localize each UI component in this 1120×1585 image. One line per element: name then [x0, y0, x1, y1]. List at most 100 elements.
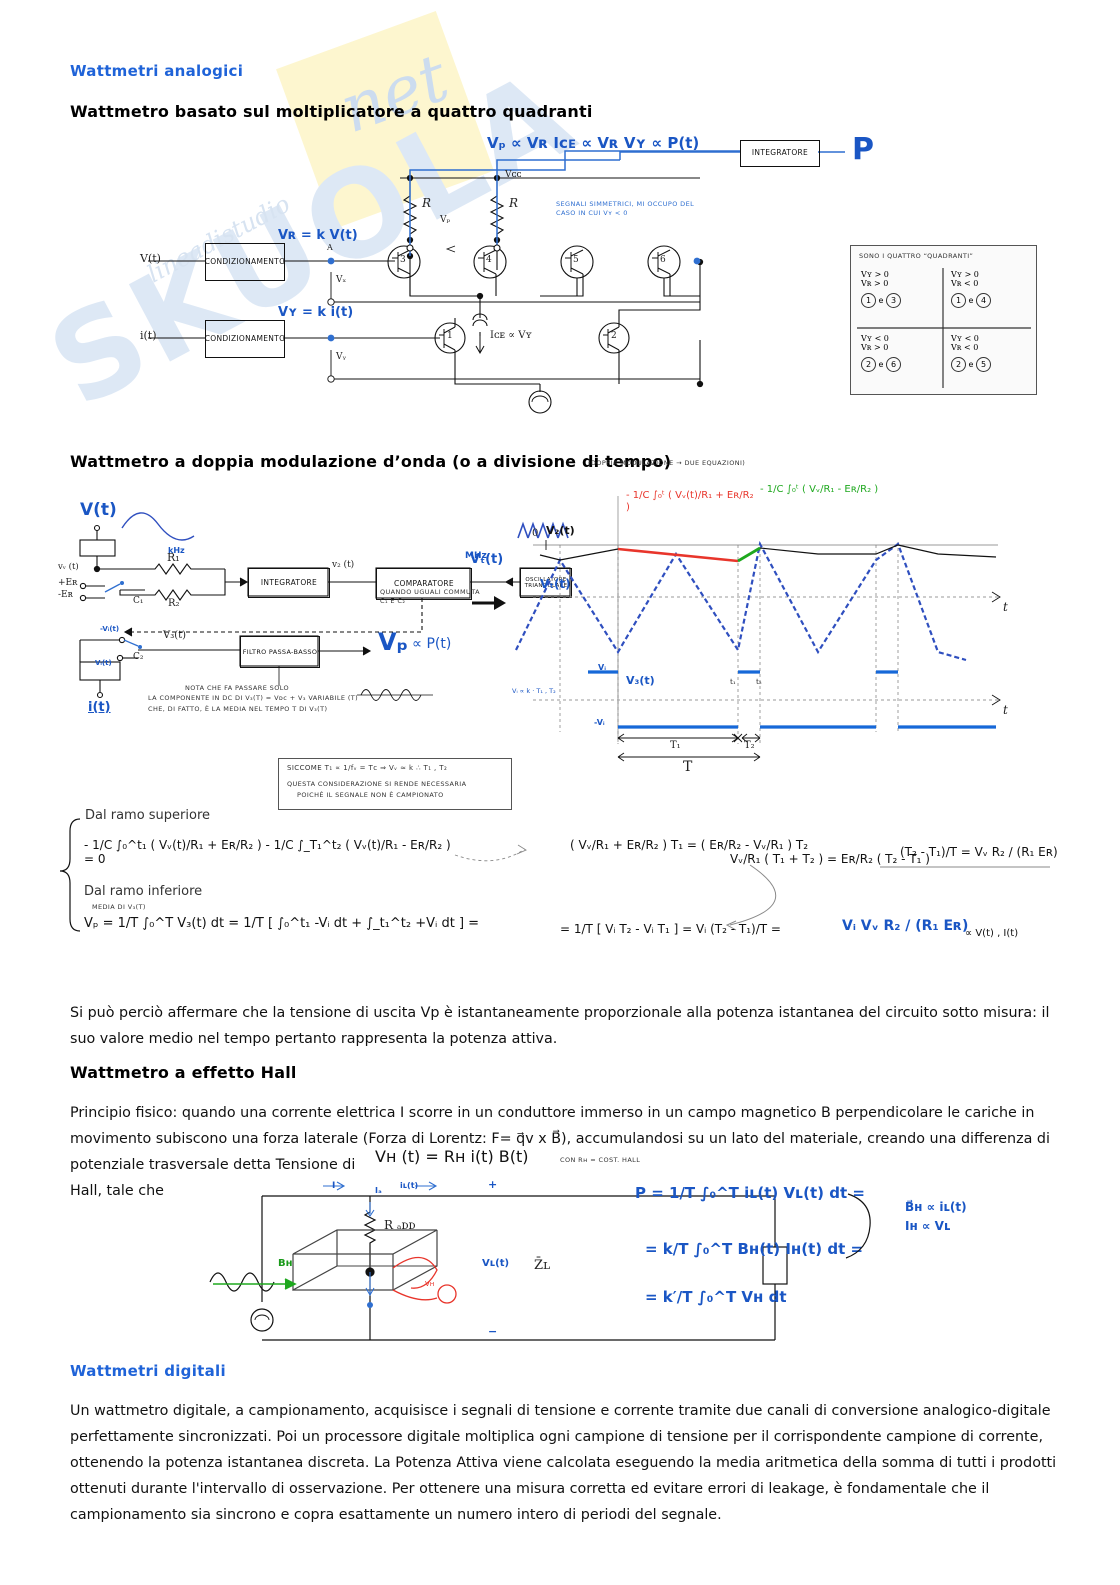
hall-power-eq3: = k′/T ∫₀^T Vʜ dt — [645, 1288, 787, 1306]
mhz-label: MHz — [465, 551, 487, 561]
lowpass-note-line2: LA COMPONENTE IN DC DI V₃(t) = Vᴅᴄ + V₃ … — [148, 694, 359, 702]
polarity-plus: + — [488, 1178, 498, 1191]
note-box-line2: QUESTA CONSIDERAZIONE SI RENDE NECESSARI… — [287, 780, 467, 788]
hall-current-load-label: iʟ(t) — [400, 1181, 419, 1190]
plot-vi-note: Vᵢ ∝ k · T₁ , T₂ — [512, 687, 556, 695]
transistor-label-2: 2 — [611, 331, 617, 341]
hall-intro-line3: potenziale trasversale detta Tensione di… — [70, 1157, 356, 1199]
figure-derivation: SICCOME T₁ ∝ 1/fᵥ = Tᴄ ⇒ Vᵥ ≈ k ∴ T₁ , T… — [59, 758, 1058, 939]
resistor-r-right: R — [509, 196, 519, 210]
plot-t1-span: T₁ — [670, 740, 681, 751]
q4-join: e — [968, 360, 974, 369]
vv-label: vᵥ (t) — [58, 562, 79, 572]
derivation-eq-1b: ( Vᵥ/R₁ + Eʀ/R₂ ) T₁ = ( Eʀ/R₂ - Vᵥ/R₁ )… — [570, 838, 809, 852]
minus-er-label: -Eʀ — [58, 590, 73, 600]
load-impedance-label: Z̄ʟ — [534, 1258, 551, 1273]
derivation-eq-2b: = 1/T [ Vᵢ T₂ - Vᵢ T₁ ] = Vᵢ (T₂ - T₁)/T… — [560, 922, 781, 936]
eq-vy-label: Vʏ = k i(t) — [278, 305, 354, 320]
lowpass-note-line3: CHE, DI FATTO, È LA MEDIA NEL TEMPO T DI… — [148, 705, 328, 713]
hall-power-eq2: = k/T ∫₀^T Bʜ(t) Iʜ(t) dt = — [645, 1240, 864, 1258]
figure-four-quadrant-multiplier: Vₚ ∝ Vʀ Iᴄᴇ ∝ Vʀ Vʏ ∝ P(t) — [0, 0, 1120, 430]
plus-vi-label: Vᵢ(t) — [95, 659, 112, 667]
plot-t2-span: T₂ — [744, 740, 755, 751]
integrator-block: INTEGRATORE — [248, 568, 330, 598]
plot-green-equation: - 1/C ∫₀ᵗ ( Vᵥ/R₁ - Eʀ/R₂ ) — [760, 484, 879, 495]
oscillator-block: OSCILLATORE TRIANGOLARE — [520, 568, 572, 598]
heading-wattmetro-hall: Wattmetro a effetto Hall — [70, 1063, 297, 1082]
hall-side-note-2: Iʜ ∝ Vʟ — [905, 1219, 951, 1233]
r2-label: R₂ — [168, 598, 180, 609]
v2-node-label: v₂ (t) — [332, 560, 355, 570]
plot-zero-label: 0 — [532, 528, 539, 539]
khz-label: kHz — [168, 546, 185, 555]
power-output-label: P — [852, 132, 874, 167]
plot-t-axis-bottom: t — [1003, 703, 1008, 717]
minus-vi-label: -Vᵢ(t) — [100, 625, 120, 633]
q3-join: e — [878, 360, 884, 369]
hall-formula: Vʜ (t) = Rʜ i(t) B(t) — [375, 1147, 529, 1166]
paragraph-after-dual-modulation: Si può perciò affermare che la tensione … — [70, 1005, 1050, 1047]
r-add-label: R ₐᴅᴅ — [384, 1218, 416, 1232]
integrator-box: INTEGRATORE — [740, 140, 820, 167]
transistor-label-1: 1 — [447, 331, 453, 341]
q4-cond-vr: Vʀ < 0 — [951, 343, 979, 352]
plot-t-axis-top: t — [1003, 600, 1008, 614]
vp-media-tag: MEDIA DI V₃(t) — [92, 903, 146, 911]
derivation-braces-svg — [59, 818, 1050, 932]
hall-current-ia-label: Iₐ — [375, 1186, 382, 1195]
heading-doppia-modulazione: Wattmetro a doppia modulazione d’onda (o… — [70, 452, 672, 471]
quadrant-table: SONO I QUATTRO “QUADRANTI” Vʏ > 0 Vʀ > 0… — [850, 245, 1037, 395]
derivation-eq-1a: - 1/C ∫₀^t₁ ( Vᵥ(t)/R₁ + Eʀ/R₂ ) - 1/C ∫… — [84, 838, 451, 866]
fig1-title-equation: Vₚ ∝ Vʀ Iᴄᴇ ∝ Vʀ Vʏ ∝ P(t) — [487, 134, 700, 152]
plot-vi-pos-label: Vᵢ — [598, 663, 606, 672]
plot-T-span: T — [683, 759, 693, 775]
vp-proportional-label: ∝ P(t) — [412, 636, 452, 652]
doppia-modulazione-note: (DOPPIA MODULAZIONE → DUE EQUAZIONI) — [588, 459, 746, 467]
comparator-note: QUANDO UGUALI COMMUTA C₁ e C₂ — [380, 588, 480, 605]
branch-superiore-label: Dal ramo superiore — [85, 808, 211, 823]
q2-pair-first: 1 — [951, 293, 966, 308]
b-field-label: Bʜ — [278, 1258, 293, 1269]
node-a-label: A — [327, 243, 333, 252]
plot-vt-label: Vₜ(t) — [540, 577, 571, 591]
vp-output-label: Vₚ — [378, 628, 409, 656]
plot-red-equation: - 1/C ∫₀ᵗ ( Vᵥ(t)/R₁ + Eʀ/R₂ ) — [626, 490, 754, 513]
load-voltage-label: Vʟ(t) — [482, 1258, 510, 1269]
r1-label: R₁ — [167, 551, 180, 564]
vt-node-label: Vₜ(t) — [470, 552, 504, 567]
hall-intro-line1: Principio fisico: quando una corrente el… — [70, 1105, 1035, 1121]
input-current-label: i(t) — [140, 329, 157, 342]
branch-inferiore-label: Dal ramo inferiore — [84, 884, 203, 899]
symmetric-signals-note: SEGNALI SIMMETRICI, MI OCCUPO DEL CASO I… — [556, 200, 695, 217]
transistor-label-5: 5 — [573, 255, 579, 265]
heading-wattmetri-digitali: Wattmetri digitali — [70, 1362, 226, 1380]
fig2-wiring-svg — [79, 512, 571, 699]
paragraph-digital: Un wattmetro digitale, a campionamento, … — [70, 1403, 1057, 1523]
q1-cond-vr: Vʀ > 0 — [861, 279, 889, 288]
polarity-minus: − — [488, 1325, 498, 1338]
ripple-sketch-icon — [357, 689, 433, 701]
q1-pair-second: 3 — [886, 293, 902, 308]
comparator-block: COMPARATORE — [376, 568, 472, 600]
hall-formula-note: con Rʜ = cost. HALL — [560, 1156, 641, 1164]
ice-label: Iᴄᴇ ∝ Vʏ — [490, 330, 532, 341]
figure-hall-effect: I Iₐ iʟ(t) R ₐᴅᴅ Bʜ Vʟ(t) Z̄ʟ Vʜ + − P =… — [209, 1178, 967, 1341]
fig2-input-voltage: V(t) — [80, 500, 117, 520]
note-box-line1: SICCOME T₁ ∝ 1/fᵥ = Tᴄ ⇒ Vᵥ ≈ k ∴ T₁ , T… — [287, 764, 448, 772]
q3-cond-vy: Vʏ < 0 — [861, 334, 889, 343]
plus-er-label: +Eʀ — [58, 578, 78, 588]
derivation-note-box: SICCOME T₁ ∝ 1/fᵥ = Tᴄ ⇒ Vᵥ ≈ k ∴ T₁ , T… — [278, 758, 512, 810]
q2-cond-vy: Vʏ > 0 — [951, 270, 979, 279]
hall-brace-icon — [845, 1193, 871, 1259]
derivation-eq-1d: (T₂ - T₁)/T = Vᵥ R₂ / (R₁ Eʀ) — [900, 845, 1058, 859]
q4-cond-vy: Vʏ < 0 — [951, 334, 979, 343]
q3-pair-second: 6 — [886, 357, 902, 372]
transistor-label-3: 3 — [400, 255, 406, 265]
q4-pair-first: 2 — [951, 357, 966, 372]
plot-v2-label: V₂(t) — [546, 524, 575, 537]
q2-cond-vr: Vʀ < 0 — [951, 279, 979, 288]
plot-t1-tick: t₁ — [730, 678, 736, 686]
derivation-eq-1c: Vᵥ/R₁ ( T₁ + T₂ ) = Eʀ/R₂ ( T₂ - T₁ ) — [730, 852, 930, 866]
derivation-eq-2d: ∝ V(t) , I(t) — [965, 928, 1019, 939]
lowpass-note-line1: NOTA CHE FA PASSARE SOLO — [185, 684, 290, 692]
